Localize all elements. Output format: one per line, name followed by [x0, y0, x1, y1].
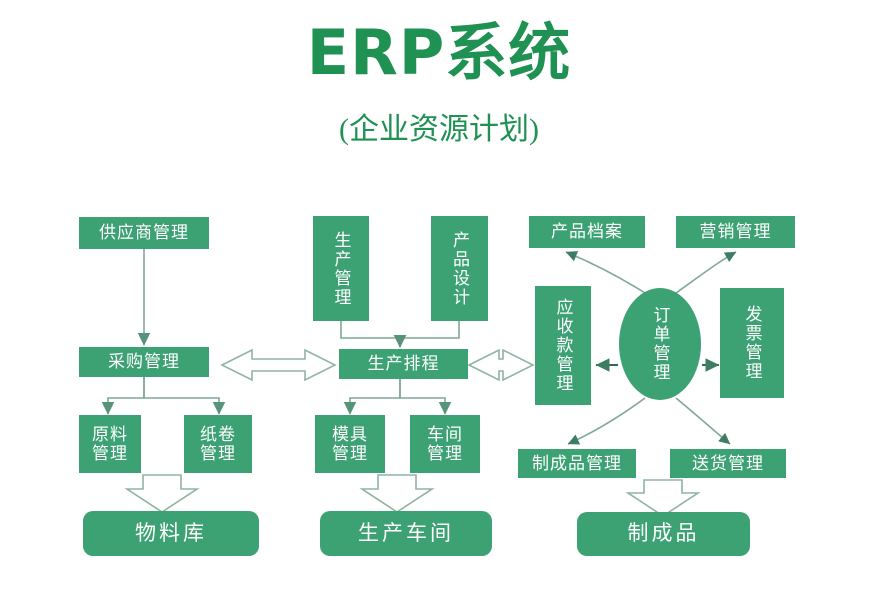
node-workshop-mgmt[interactable]: 车间 管理	[410, 415, 480, 473]
node-production-workshop[interactable]: 生产车间	[320, 511, 492, 556]
node-product-design[interactable]: 产品设计	[431, 216, 488, 321]
node-production-mgmt[interactable]: 生产管理	[313, 216, 369, 321]
node-purchase-mgmt[interactable]: 采购管理	[79, 347, 209, 377]
node-order-mgmt[interactable]: 订单管理	[619, 288, 701, 400]
node-supplier-mgmt[interactable]: 供应商管理	[79, 217, 209, 249]
node-marketing-mgmt[interactable]: 营销管理	[676, 216, 795, 248]
page-title: ERP系统	[306, 16, 572, 89]
node-product-archive[interactable]: 产品档案	[529, 216, 645, 248]
node-material-warehouse[interactable]: 物料库	[83, 511, 259, 556]
page-subtitle: (企业资源计划)	[339, 113, 539, 146]
node-invoice-mgmt[interactable]: 发票管理	[720, 288, 784, 398]
node-paper-roll-mgmt[interactable]: 纸卷 管理	[184, 415, 252, 473]
node-mold-mgmt[interactable]: 模具 管理	[315, 415, 385, 473]
node-material-mgmt[interactable]: 原料 管理	[79, 415, 141, 473]
node-finished-goods[interactable]: 制成品	[577, 512, 750, 556]
node-receivables-mgmt[interactable]: 应收款管理	[535, 286, 591, 405]
node-delivery-mgmt[interactable]: 送货管理	[670, 449, 786, 478]
node-production-schedule[interactable]: 生产排程	[339, 349, 468, 379]
node-finished-goods-mgmt[interactable]: 制成品管理	[518, 449, 636, 478]
